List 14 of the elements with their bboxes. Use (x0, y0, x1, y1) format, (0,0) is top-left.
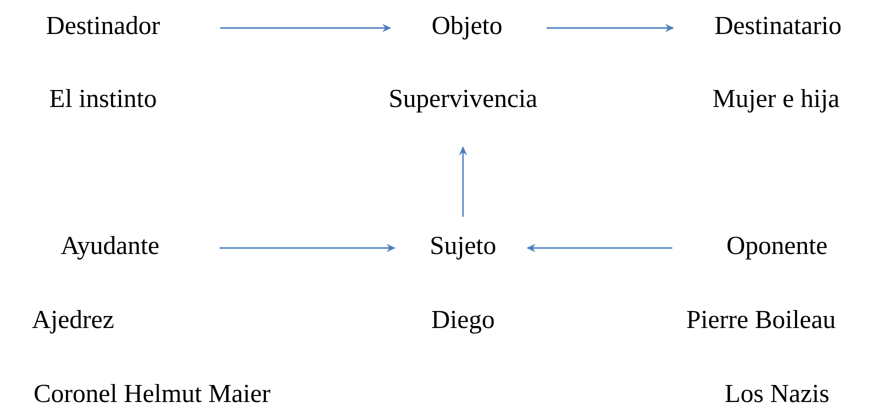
label-text: Pierre Boileau (687, 310, 836, 328)
label-text: Coronel Helmut Maier (34, 384, 270, 402)
label-text: Ayudante (60, 236, 158, 260)
label-text: Los Nazis (725, 384, 828, 402)
label-text: Diego (432, 310, 494, 334)
label-text: El instinto (50, 88, 156, 108)
label-text: Oponente (728, 236, 827, 260)
label-text: Sujeto (432, 236, 496, 260)
label-text: Destinatario (715, 16, 841, 34)
label-text: Objeto (432, 16, 502, 40)
label-text: Supervivencia (390, 90, 538, 113)
label-text: Ajedrez (32, 310, 114, 334)
label-text: Mujer e hija (713, 88, 840, 113)
label-text: Destinador (46, 16, 160, 34)
